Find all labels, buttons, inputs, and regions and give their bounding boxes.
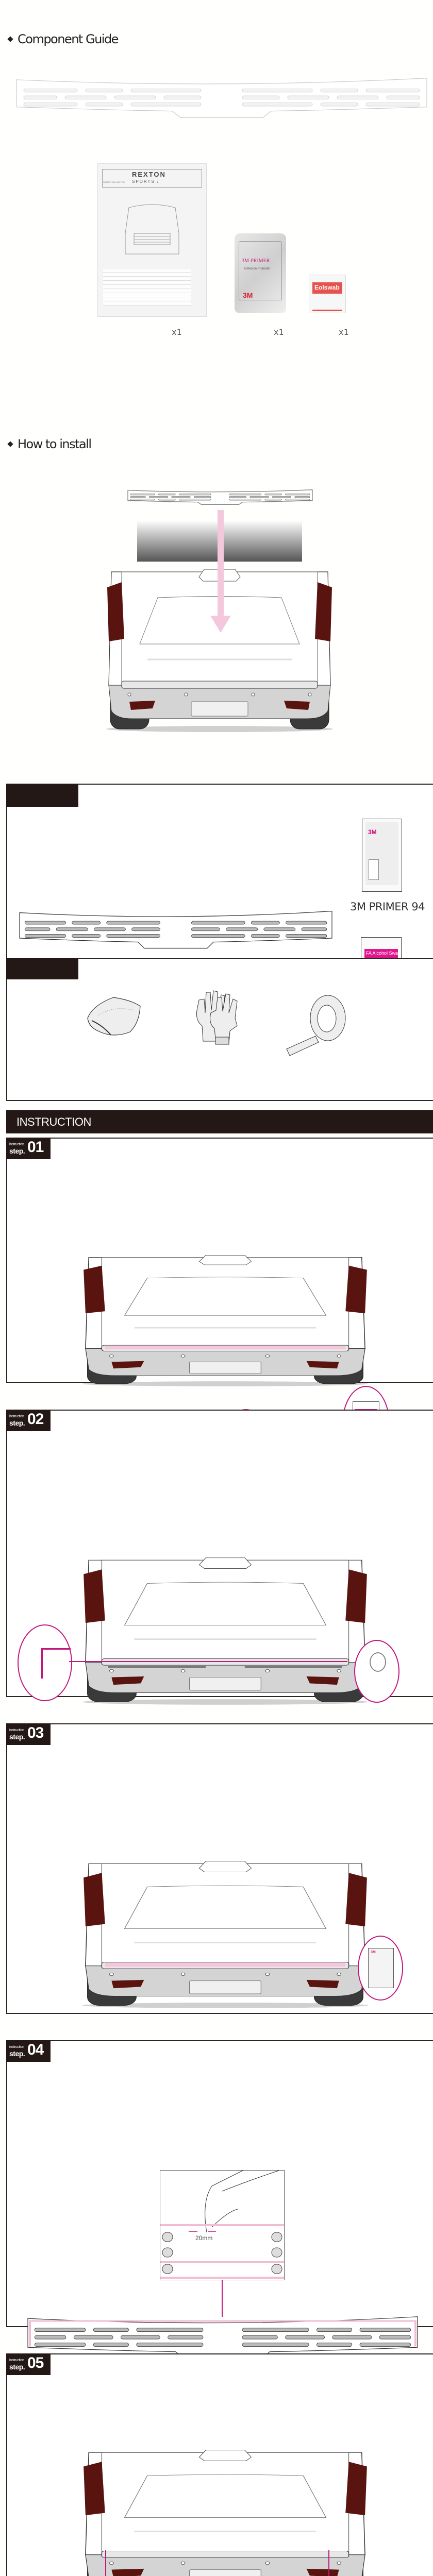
primer-94-label: 3M PRIMER 94 [350,901,425,913]
primer-sub: Adhesion Promoter [244,267,271,270]
manual-maker: SSANGYONG MOTOR [103,181,125,183]
bumper-guard-diagram [19,910,332,949]
step-number: 01 [27,1139,44,1156]
primer-label: 3M-PRIMER [242,258,270,264]
primer-callout-icon: 3M [358,1936,403,2001]
diamond-bullet-icon [7,36,13,42]
vehicle-front-sketch [125,204,179,255]
truck-rear-illustration [82,1255,369,1386]
bumper-guard-small-image [127,489,313,505]
primer-pack-icon: 3M [362,819,402,892]
step-small-label: instruction [9,2359,24,2362]
step-tab: instruction step. 04 [6,2040,51,2062]
measure-20mm-label: 20mm [195,2234,213,2242]
primer-brand: 3M [243,291,253,299]
component-guide-title: Component Guide [7,32,119,46]
step-number: 05 [27,2354,44,2371]
diamond-bullet-icon [7,441,13,447]
step-tab: instruction step. 03 [6,1723,51,1745]
step-label: step. [9,2363,25,2371]
step-box-3: instruction step. 03 3M [6,1723,433,2014]
truck-rear-illustration [82,1861,369,2008]
tape-roll-icon [286,995,346,1056]
step-label: step. [9,1419,25,1427]
truck-rear-illustration [84,2450,367,2576]
swab-label: Eolswab [314,284,340,291]
step-label: step. [9,1733,25,1741]
component-manual: REXTON SPORTS / SSANGYONG MOTOR [97,163,207,317]
component-alcohol-swab: Eolswab [309,275,346,313]
tools-box [6,958,433,1101]
step-small-label: instruction [9,1415,24,1418]
manual-quantity: x1 [172,327,182,337]
bumper-guard-tape-diagram [27,2316,418,2359]
gloves-icon [196,990,238,1045]
down-arrow-icon [210,510,231,633]
truck-rear-illustration [82,1557,369,1705]
primer-quantity: x1 [274,327,284,337]
manual-brand: REXTON [132,171,166,178]
swab-quantity: x1 [339,327,349,337]
section-tab [6,784,78,807]
step-tab: instruction step. 02 [6,1410,51,1431]
step-small-label: instruction [9,2045,24,2049]
bumper-guard-product-image [16,77,427,118]
how-to-install-title: How to install [7,437,92,451]
step-box-5: instruction step. 05 후방 센서 [6,2353,433,2576]
step-number: 04 [27,2041,44,2058]
step-tab: instruction step. 01 [6,1138,51,1159]
component-primer-pouch: 3M-PRIMER Adhesion Promoter 3M [235,233,286,313]
step-box-2: instruction step. 02 [6,1410,433,1705]
instruction-header: INSTRUCTION [6,1110,433,1133]
corner-zoom-callout [18,1624,72,1701]
step-box-1: instruction step. 01 [6,1138,433,1483]
step-small-label: instruction [9,1143,24,1146]
manual-sub: SPORTS / [132,179,160,184]
step-label: step. [9,2049,25,2058]
step-number: 03 [27,1724,44,1741]
peel-tape-detail: 20mm [160,2170,285,2280]
step-box-4: instruction step. 04 20mm [6,2040,433,2359]
step-label: step. [9,1147,25,1155]
step-number: 02 [27,1411,44,1428]
cloth-icon [87,997,141,1036]
step-tab: instruction step. 05 [6,2353,51,2375]
section-tab [6,958,78,979]
tape-callout-icon [354,1640,399,1703]
step-small-label: instruction [9,1728,24,1732]
